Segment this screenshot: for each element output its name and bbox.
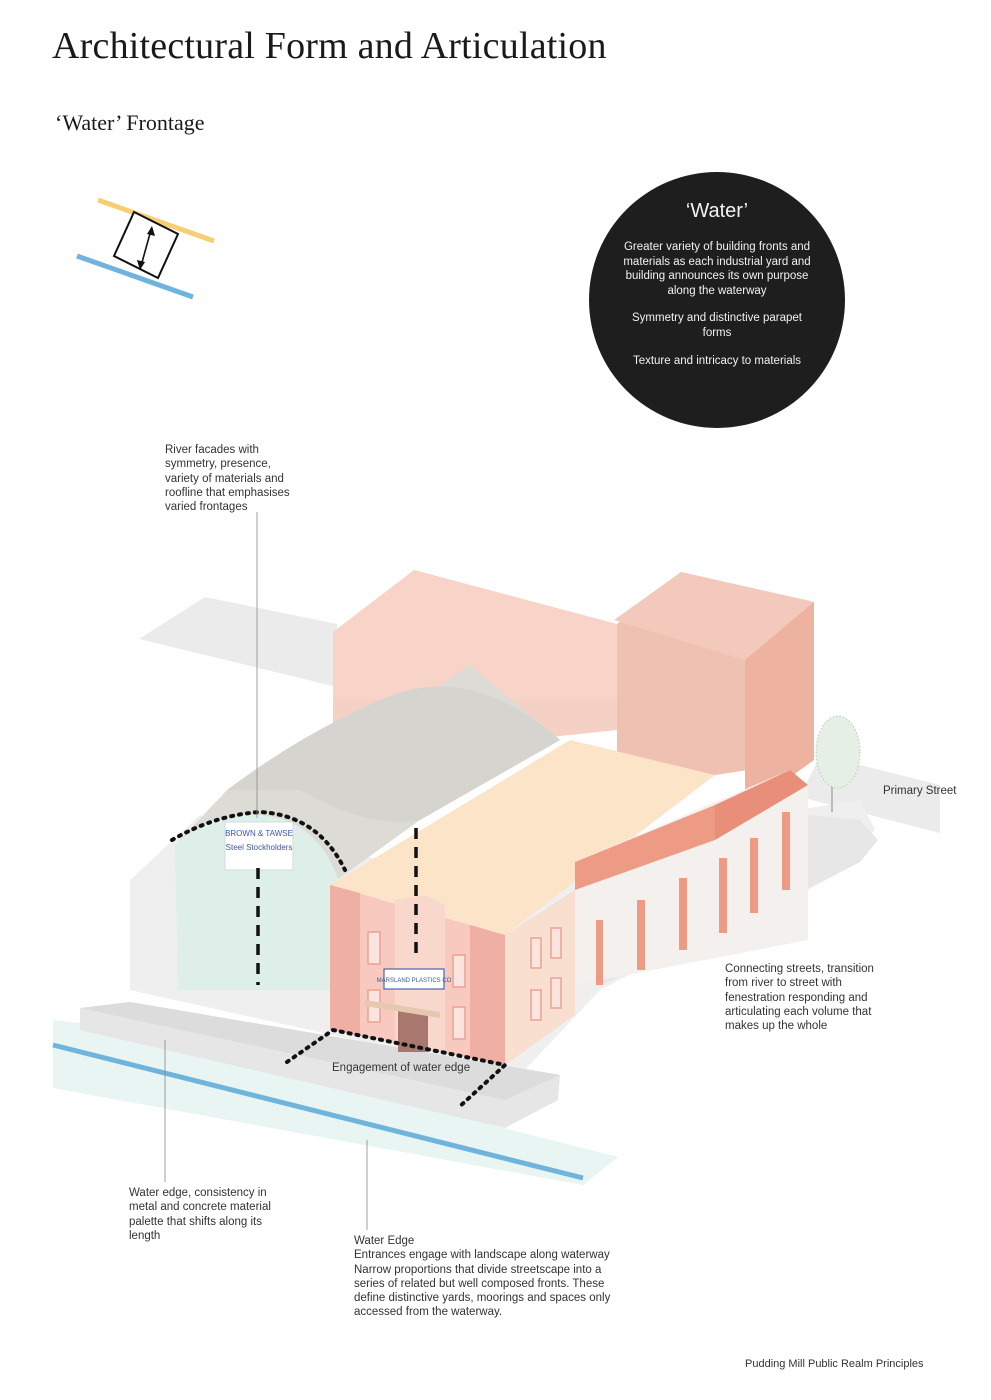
sign-brown-tawse-line1: BROWN & TAWSE — [225, 829, 293, 838]
side-arcade — [575, 770, 808, 985]
tower-block — [333, 570, 617, 700]
note-water-edge: Water Edge Entrances engage with landsca… — [354, 1235, 611, 1319]
note-engagement: Engagement of water edge — [332, 1062, 471, 1074]
water-channel — [53, 1020, 618, 1185]
page-title: Architectural Form and Articulation — [52, 25, 607, 67]
water-edge-dotted — [285, 1027, 510, 1110]
tree-icon — [815, 715, 861, 812]
marsland-sign: MARSLAND PLASTICS CO — [377, 968, 452, 990]
circle-line-1: Greater variety of building fronts and m… — [623, 241, 811, 297]
roof-cream — [330, 740, 715, 935]
note-river-facades: River facades with symmetry, presence, v… — [165, 444, 290, 514]
circle-line-2: Symmetry and distinctive parapet forms — [631, 312, 803, 339]
brown-tawse-sign: BROWN & TAWSE Steel Stockholders — [224, 821, 294, 871]
circle-title: ‘Water’ — [685, 200, 749, 222]
orientation-key-icon — [76, 197, 215, 300]
back-street — [139, 597, 337, 687]
sign-marsland: MARSLAND PLASTICS CO — [377, 978, 452, 984]
warehouse-face — [175, 814, 340, 990]
sign-brown-tawse-line2: Steel Stockholders — [226, 843, 293, 852]
footer-text: Pudding Mill Public Realm Principles — [745, 1358, 924, 1370]
page-subtitle: ‘Water’ Frontage — [55, 110, 205, 135]
vault-outline-dotted — [170, 809, 347, 872]
note-primary-street: Primary Street — [883, 785, 957, 797]
water-line — [52, 1042, 584, 1181]
water-summary-circle: ‘Water’ Greater variety of building fron… — [589, 172, 845, 428]
leader-lines — [164, 512, 368, 1230]
note-water-edge-consistency: Water edge, consistency in metal and con… — [129, 1187, 271, 1242]
note-connecting-streets: Connecting streets, transition from rive… — [725, 963, 874, 1033]
circle-line-3: Texture and intricacy to materials — [632, 355, 802, 367]
